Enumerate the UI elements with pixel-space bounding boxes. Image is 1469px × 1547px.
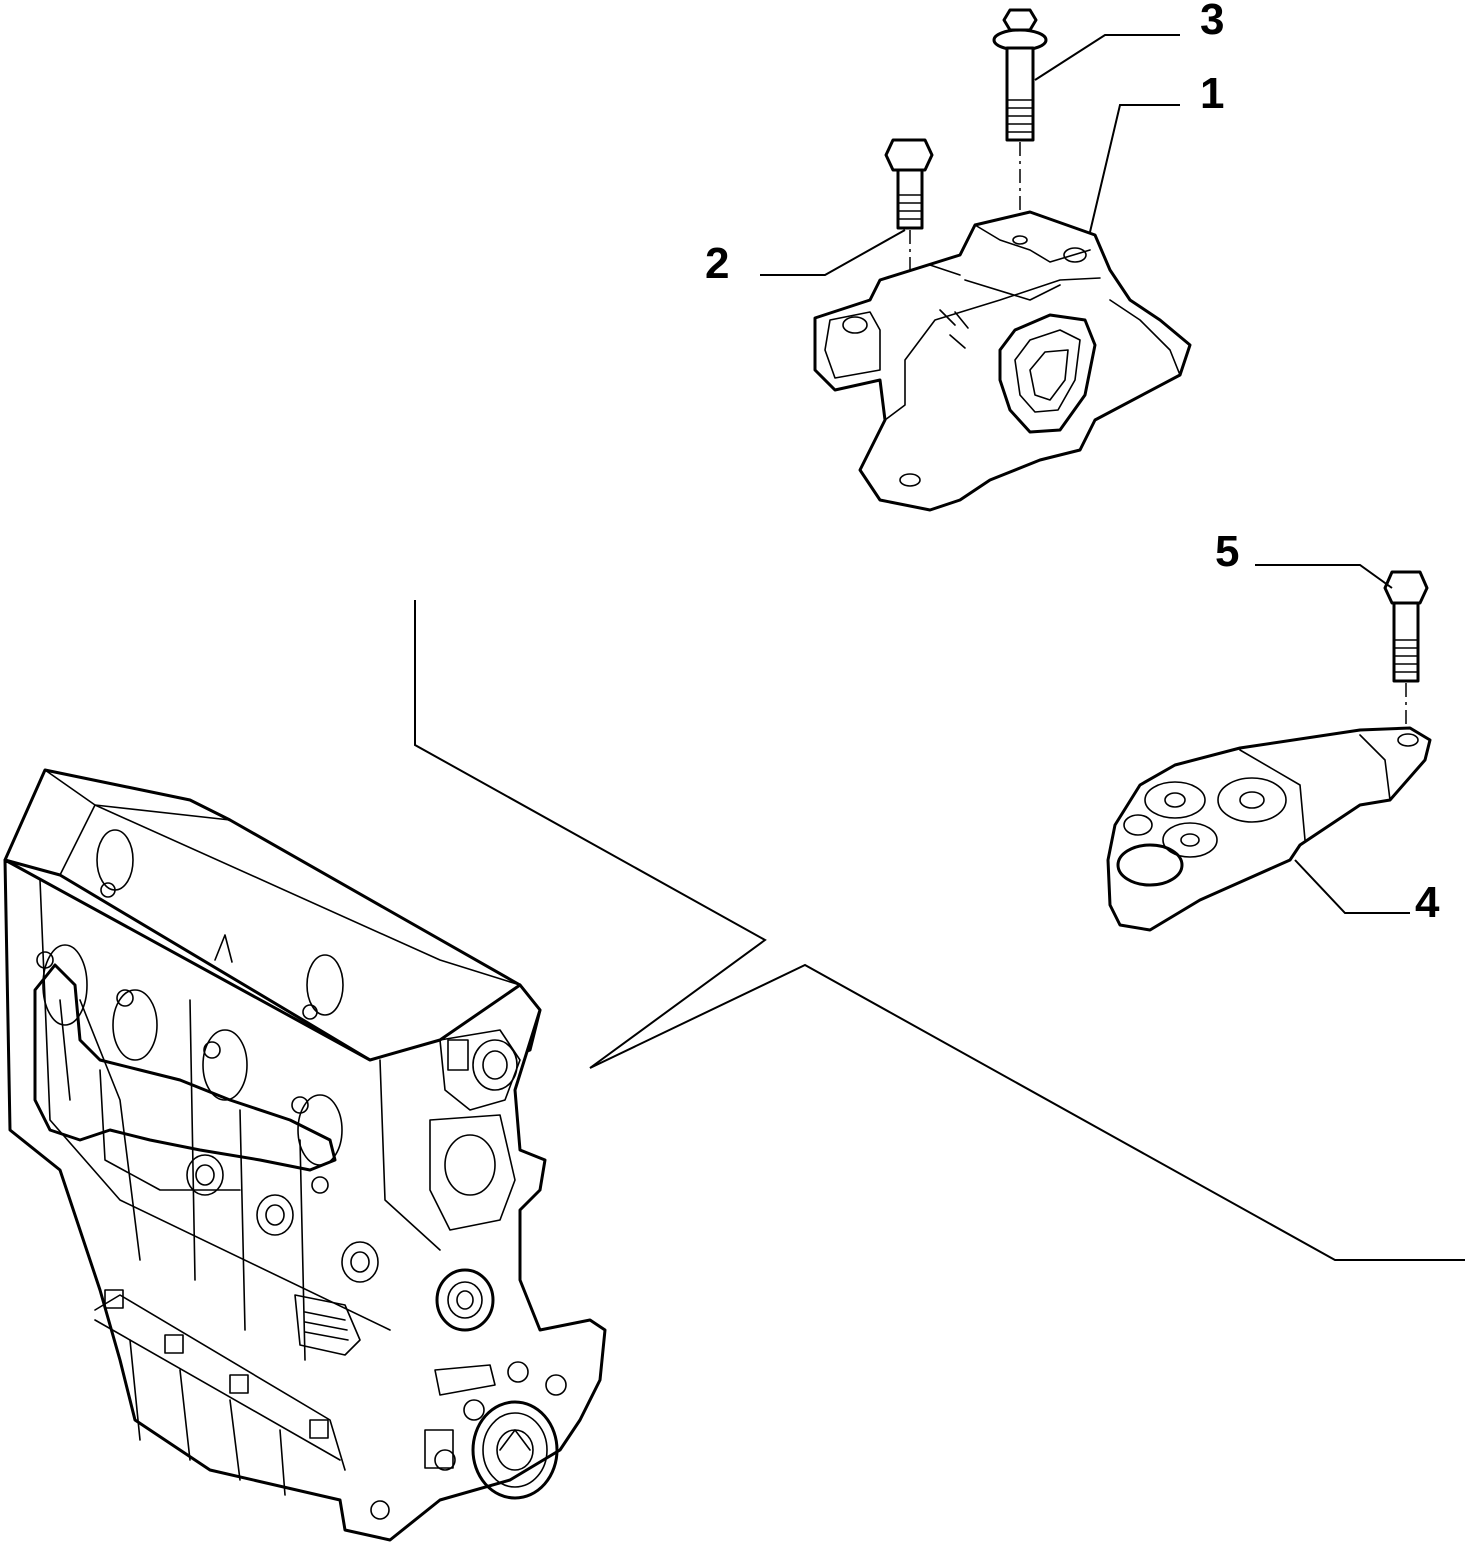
- part-1-engine-mount: [813, 210, 1192, 512]
- callout-1: 1: [1200, 69, 1224, 118]
- callout-3: 3: [1200, 0, 1224, 44]
- part-2-bolt: [884, 138, 934, 480]
- callout-2: 2: [705, 239, 729, 288]
- callout-leaders: [760, 34, 1410, 914]
- engine-block: [3, 768, 607, 1542]
- group-leader-lines: [414, 600, 1465, 1261]
- part-5-bolt: [1383, 570, 1429, 740]
- part-4-bracket: [1106, 726, 1432, 932]
- callout-4: 4: [1415, 878, 1440, 927]
- callout-5: 5: [1215, 527, 1239, 576]
- part-3-long-bolt: [992, 8, 1048, 238]
